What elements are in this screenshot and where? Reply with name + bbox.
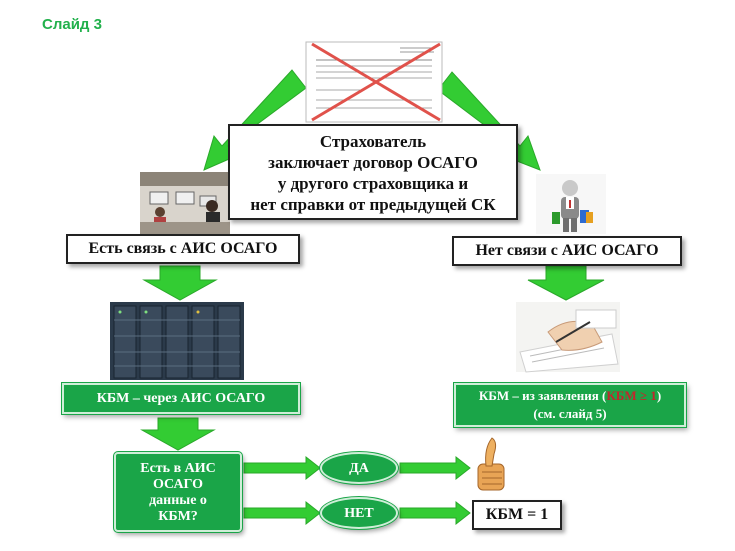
businessman-icon (536, 174, 606, 234)
kbm-prefix: КБМ – из заявления ( (478, 388, 607, 403)
left-kbm-box: КБМ – через АИС ОСАГО (62, 383, 300, 414)
arrow-down-left-2 (140, 417, 216, 451)
signing-hand-photo (516, 302, 620, 373)
crossed-document-icon (305, 41, 443, 123)
thumbs-up-icon (477, 437, 505, 491)
kbm-equals-one-box: КБМ = 1 (472, 500, 562, 530)
main-box-line: у другого страховщика и (277, 174, 469, 193)
question-line: Есть в АИС (140, 461, 216, 476)
server-room-photo (110, 302, 244, 380)
right-kbm-box: КБМ – из заявления (КБМ ≥ 1) (см. слайд … (454, 383, 686, 427)
question-line: КБМ? (158, 509, 198, 524)
right-kbm-line-1: КБМ – из заявления (КБМ ≥ 1) (456, 387, 684, 405)
left-branch-label: Есть связь с АИС ОСАГО (66, 234, 300, 264)
arrow-to-yes (243, 455, 321, 481)
right-kbm-note: (см. слайд 5) (533, 406, 607, 421)
yes-node: ДА (320, 452, 398, 484)
arrow-no-to-result (399, 500, 471, 526)
right-branch-label: Нет связи с АИС ОСАГО (452, 236, 682, 266)
kbm-suffix: ) (656, 388, 662, 403)
main-box-line: нет справки от предыдущей СК (250, 195, 496, 214)
no-node: НЕТ (320, 497, 398, 529)
arrow-down-left-1 (142, 265, 218, 301)
main-box-line: заключает договор ОСАГО (268, 153, 478, 172)
question-box: Есть в АИС ОСАГО данные о КБМ? (114, 452, 242, 532)
question-line: ОСАГО (152, 477, 204, 492)
arrow-down-right-1 (527, 265, 605, 301)
arrow-to-left-branch (203, 69, 307, 171)
kbm-highlight: КБМ ≥ 1 (606, 388, 657, 403)
slide-label: Слайд 3 (42, 16, 102, 33)
main-condition-box: Страхователь заключает договор ОСАГО у д… (228, 124, 518, 220)
question-line: данные о (149, 493, 207, 508)
arrow-to-no (243, 500, 321, 526)
office-photo (140, 172, 230, 234)
main-box-line: Страхователь (319, 132, 427, 151)
arrow-yes-to-thumb (399, 455, 471, 481)
